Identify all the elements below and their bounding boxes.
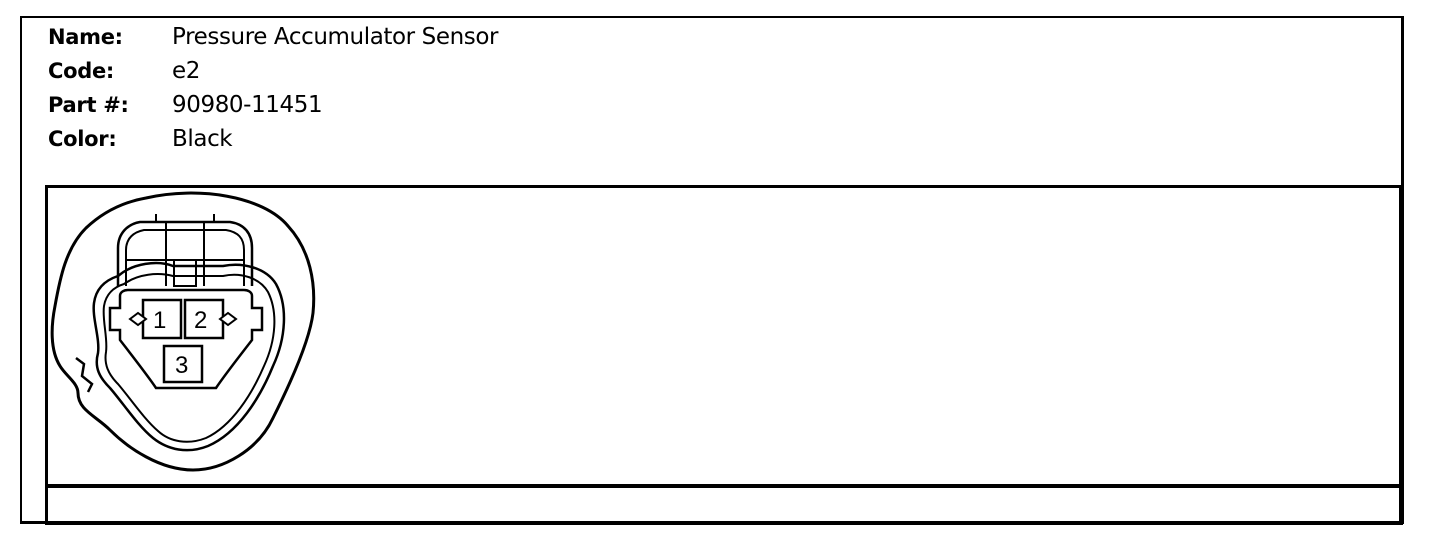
part-row: Part #: 90980-11451 (48, 90, 323, 120)
pin-cavity-outline (108, 288, 264, 390)
connector-outer-housing (50, 191, 316, 472)
pin-3-label: 3 (175, 352, 188, 379)
pin-2-key (218, 311, 238, 327)
name-row: Name: Pressure Accumulator Sensor (48, 22, 498, 52)
code-label: Code: (48, 59, 115, 83)
pin-1-label: 1 (153, 307, 166, 334)
part-label: Part #: (48, 93, 129, 117)
connector-face-diagram: 1 2 3 (50, 191, 316, 472)
pin-1-key (128, 311, 148, 327)
latch-tab (173, 259, 197, 287)
part-value: 90980-11451 (172, 92, 323, 118)
code-row: Code: e2 (48, 56, 200, 86)
name-label: Name: (48, 25, 123, 49)
connector-inner-face (92, 261, 286, 452)
color-label: Color: (48, 127, 117, 151)
connector-card: Name: Pressure Accumulator Sensor Code: … (20, 16, 1404, 525)
color-row: Color: Black (48, 124, 233, 154)
color-value: Black (172, 126, 233, 152)
connector-diagram-panel: 1 2 3 (45, 185, 1403, 488)
connector-inner-face-line (102, 273, 276, 443)
name-value: Pressure Accumulator Sensor (172, 24, 499, 50)
connector-footer-panel (45, 488, 1403, 525)
connector-housing-notch (75, 357, 94, 393)
pin-3-cavity (162, 344, 204, 384)
connector-latch-inner (125, 229, 245, 286)
connector-latch-hood (116, 220, 254, 286)
code-value: e2 (172, 58, 200, 84)
pin-2-label: 2 (194, 307, 207, 334)
